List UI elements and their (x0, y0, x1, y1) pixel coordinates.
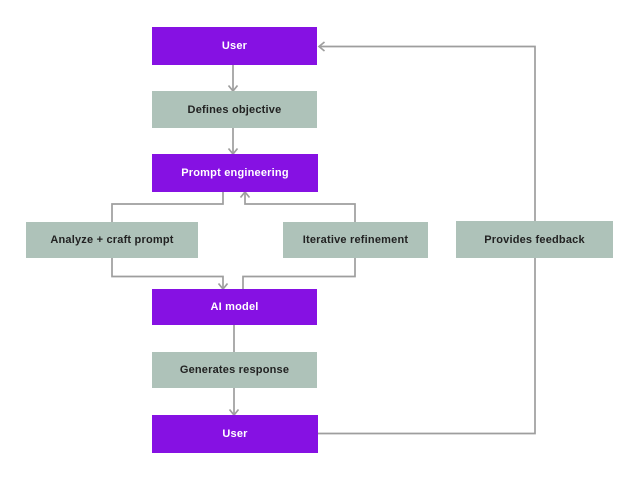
edge-analyze-ai-model (111, 258, 224, 288)
edge-prompt-engineering-analyze (111, 192, 224, 222)
node-user-top: User (152, 27, 317, 65)
node-prompt-engineering: Prompt engineering (152, 154, 318, 192)
edge-provides-feedback-user (320, 45, 536, 221)
node-provides-feedback: Provides feedback (456, 221, 613, 258)
node-analyze-craft-prompt: Analyze + craft prompt (26, 222, 198, 258)
arrowhead-left-user-top (317, 41, 326, 52)
node-ai-model: AI model (152, 289, 317, 325)
edge-iterative-ai-model (242, 258, 356, 289)
edge-iterative-prompt-engineering (244, 193, 356, 222)
edge-user-provides-feedback (318, 258, 536, 435)
node-generates-response: Generates response (152, 352, 317, 388)
node-user-bottom: User (152, 415, 318, 453)
node-iterative-refinement: Iterative refinement (283, 222, 428, 258)
node-defines-objective: Defines objective (152, 91, 317, 128)
arrowhead-up-prompt-engineering (239, 190, 251, 199)
